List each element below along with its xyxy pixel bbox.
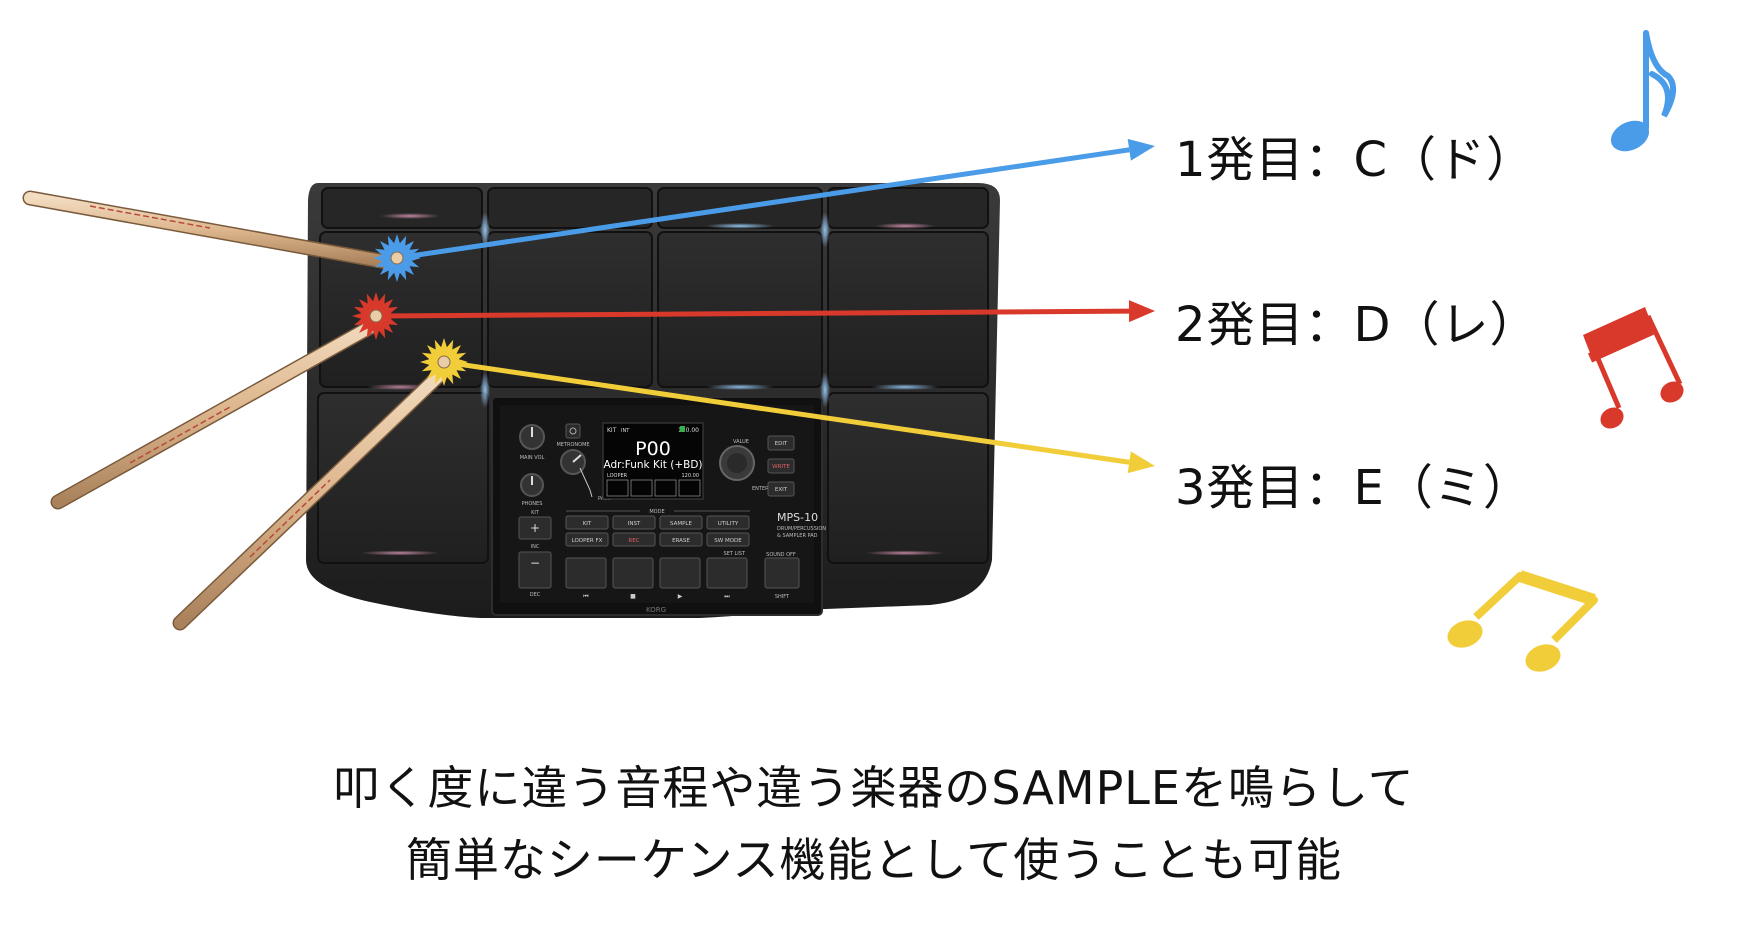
rewind-icon: ⏮ xyxy=(583,593,589,600)
pad-rim[interactable] xyxy=(321,187,483,229)
pad-rim[interactable] xyxy=(487,187,653,229)
sixteenth-note-icon xyxy=(1583,307,1684,429)
write-button[interactable] xyxy=(767,458,795,474)
inc-label: INC xyxy=(531,544,540,550)
drumsticks xyxy=(22,190,455,631)
svg-text:ERASE: ERASE xyxy=(672,538,690,544)
lcd-kit-badge: INT xyxy=(621,428,630,434)
caption-line-1: 叩く度に違う音程や違う楽器のSAMPLEを鳴らして xyxy=(333,761,1415,815)
lcd-screen: KIT INT 120.00 P00 Adr:Funk Kit (+BD) LO… xyxy=(602,422,704,500)
lcd-looper-tempo: 120.00 xyxy=(682,473,700,479)
svg-text:WRITE: WRITE xyxy=(772,464,790,470)
main-vol-label: MAIN VOL xyxy=(520,455,545,461)
drumstick-1 xyxy=(22,190,406,272)
kit-inc-button[interactable] xyxy=(518,516,552,540)
pad[interactable] xyxy=(827,231,989,388)
arrow-1 xyxy=(396,147,1130,261)
svg-text:SW MODE: SW MODE xyxy=(714,538,742,544)
sample-mode-button[interactable] xyxy=(659,515,703,530)
phones-label: PHONES xyxy=(522,501,543,507)
stop-icon: ■ xyxy=(630,593,636,600)
sound-off-button[interactable] xyxy=(764,557,800,589)
rec-button[interactable] xyxy=(612,532,656,547)
impact-bursts xyxy=(352,234,468,386)
dec-label: DEC xyxy=(530,592,541,598)
pad-rim[interactable] xyxy=(827,187,989,229)
svg-text:INST: INST xyxy=(628,521,641,527)
lcd-tempo: 120.00 xyxy=(678,427,699,434)
arrow-head-2 xyxy=(1128,300,1155,323)
hit-label-2: 2発目：D（レ） xyxy=(1175,297,1539,353)
mode-row-1: KIT INST SAMPLE UTILITY xyxy=(565,515,750,530)
lcd-kit-label: KIT xyxy=(607,427,617,434)
sw-mode-button[interactable] xyxy=(706,532,750,547)
arrow-2 xyxy=(375,308,1130,319)
power-icon xyxy=(569,427,577,435)
svg-text:SAMPLE: SAMPLE xyxy=(670,521,692,527)
inst-mode-button[interactable] xyxy=(612,515,656,530)
caption-line-2: 簡単なシーケンス機能として使うことも可能 xyxy=(405,833,1343,887)
lcd-program: P00 xyxy=(635,438,671,460)
pad-button[interactable] xyxy=(659,557,701,589)
metronome-label: METRONOME xyxy=(556,442,589,448)
stick-tip-3 xyxy=(437,355,451,369)
lcd-kit-name: Adr:Funk Kit (+BD) xyxy=(603,459,702,471)
sound-off-label: SOUND OFF xyxy=(766,552,796,558)
transport-buttons: ⏮ ■ ▶ ⏭ xyxy=(565,557,748,600)
enter-label: ENTER xyxy=(752,486,769,492)
control-panel: MAIN VOL PHONES METRONOME PADS KIT INT 1… xyxy=(491,396,826,616)
svg-text:REC: REC xyxy=(628,538,639,544)
brand-logo: KORG xyxy=(646,606,666,614)
lcd-looper-label: LOOPER xyxy=(607,473,628,479)
arrow-head-3 xyxy=(1127,451,1155,474)
erase-button[interactable] xyxy=(659,532,703,547)
svg-text:KIT: KIT xyxy=(583,521,592,527)
quarter-note-icon xyxy=(1610,30,1677,152)
kit-mode-button[interactable] xyxy=(565,515,609,530)
model-name: MPS-10 xyxy=(777,511,818,524)
svg-text:EDIT: EDIT xyxy=(775,441,788,447)
stick-tip-1 xyxy=(390,251,404,265)
hit-label-1: 1発目：C（ド） xyxy=(1175,132,1536,188)
plus-icon: + xyxy=(530,521,540,535)
svg-text:UTILITY: UTILITY xyxy=(718,521,739,527)
pad-button[interactable] xyxy=(706,557,748,589)
value-label: VALUE xyxy=(733,439,749,445)
hit-arrows xyxy=(375,138,1155,474)
power-button[interactable] xyxy=(565,423,581,439)
model-subtitle-2: & SAMPLER PAD xyxy=(777,533,818,539)
mode-row-2: LOOPER FX REC ERASE SW MODE xyxy=(565,532,750,547)
minus-icon: − xyxy=(530,556,540,570)
drumstick-3 xyxy=(172,360,455,631)
model-subtitle-1: DRUM/PERCUSSION xyxy=(777,526,826,532)
hit-label-3: 3発目：E（ミ） xyxy=(1175,460,1532,516)
looper-fx-button[interactable] xyxy=(565,532,609,547)
drumstick-2 xyxy=(50,312,391,510)
svg-text:LOOPER FX: LOOPER FX xyxy=(572,538,603,544)
kit-dec-button[interactable] xyxy=(518,551,552,589)
arrow-head-1 xyxy=(1127,138,1155,161)
pad[interactable] xyxy=(657,231,823,388)
pad-button[interactable] xyxy=(612,557,654,589)
shift-label: SHIFT xyxy=(775,594,790,600)
set-list-label: SET LIST xyxy=(724,551,746,557)
eighth-notes-icon xyxy=(1447,570,1598,672)
arrow-3 xyxy=(443,359,1130,465)
utility-mode-button[interactable] xyxy=(706,515,750,530)
edit-button[interactable] xyxy=(767,435,795,451)
stick-tip-2 xyxy=(369,309,383,323)
play-icon: ▶ xyxy=(678,593,683,600)
exit-button[interactable] xyxy=(767,481,795,497)
fast-forward-icon: ⏭ xyxy=(724,593,730,600)
pad[interactable] xyxy=(317,392,489,564)
pad-button[interactable] xyxy=(565,557,607,589)
kit-section-label: KIT xyxy=(531,510,540,516)
svg-text:EXIT: EXIT xyxy=(775,487,788,493)
side-buttons: EDIT WRITE EXIT xyxy=(767,435,795,497)
pad[interactable] xyxy=(487,231,653,388)
pad[interactable] xyxy=(827,392,989,564)
mode-label: MODE xyxy=(649,509,664,515)
